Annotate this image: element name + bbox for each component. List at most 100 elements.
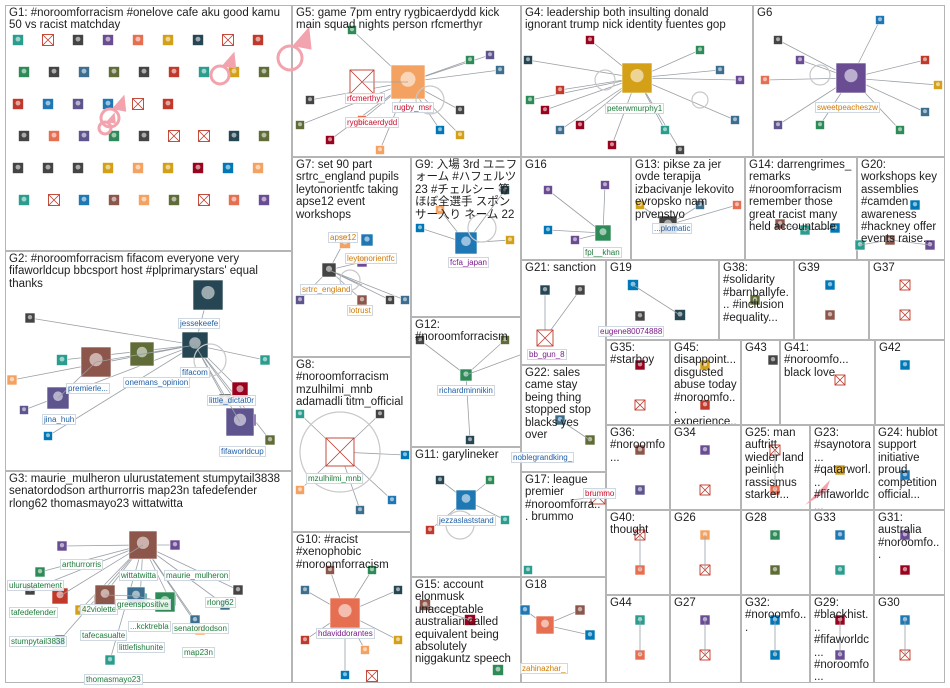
node-avatar[interactable]	[295, 409, 305, 419]
node-avatar[interactable]	[695, 45, 705, 55]
node-avatar[interactable]	[258, 66, 270, 78]
node-avatar[interactable]	[198, 194, 210, 206]
node-avatar[interactable]	[356, 256, 368, 268]
node-avatar[interactable]	[505, 235, 515, 245]
node-avatar[interactable]	[198, 130, 210, 142]
node-avatar[interactable]	[730, 115, 740, 125]
node-avatar[interactable]	[570, 235, 580, 245]
node-avatar[interactable]	[492, 664, 504, 676]
node-avatar[interactable]	[387, 495, 397, 505]
node-avatar[interactable]	[715, 65, 725, 75]
node-avatar[interactable]	[899, 359, 911, 371]
node-avatar[interactable]	[325, 437, 355, 467]
node-avatar[interactable]	[519, 604, 531, 616]
node-avatar[interactable]	[252, 162, 264, 174]
node-avatar[interactable]	[495, 65, 505, 75]
node-avatar[interactable]	[749, 294, 761, 306]
node-avatar[interactable]	[295, 485, 305, 495]
node-avatar[interactable]	[385, 295, 395, 305]
node-avatar[interactable]	[393, 585, 403, 595]
node-avatar[interactable]	[824, 279, 836, 291]
node-avatar[interactable]	[231, 381, 249, 399]
node-avatar[interactable]	[19, 405, 29, 415]
node-avatar[interactable]	[264, 434, 276, 446]
node-avatar[interactable]	[305, 95, 315, 105]
node-avatar[interactable]	[18, 130, 30, 142]
node-avatar[interactable]	[43, 431, 53, 441]
node-avatar[interactable]	[194, 624, 206, 636]
node-avatar[interactable]	[539, 284, 551, 296]
node-avatar[interactable]	[78, 130, 90, 142]
node-avatar[interactable]	[540, 105, 550, 115]
node-avatar[interactable]	[6, 374, 18, 386]
node-avatar[interactable]	[621, 62, 653, 94]
node-avatar[interactable]	[699, 444, 711, 456]
node-avatar[interactable]	[228, 194, 240, 206]
node-avatar[interactable]	[899, 469, 911, 481]
node-avatar[interactable]	[435, 125, 445, 135]
node-avatar[interactable]	[634, 399, 646, 411]
node-avatar[interactable]	[415, 223, 425, 233]
node-avatar[interactable]	[920, 55, 930, 65]
node-avatar[interactable]	[360, 233, 374, 247]
node-avatar[interactable]	[635, 200, 645, 210]
node-avatar[interactable]	[393, 635, 403, 645]
node-avatar[interactable]	[104, 654, 116, 666]
node-avatar[interactable]	[12, 162, 24, 174]
node-avatar[interactable]	[132, 34, 144, 46]
node-avatar[interactable]	[454, 231, 478, 255]
node-avatar[interactable]	[259, 354, 271, 366]
node-avatar[interactable]	[228, 130, 240, 142]
node-avatar[interactable]	[222, 34, 234, 46]
node-avatar[interactable]	[875, 15, 885, 25]
node-avatar[interactable]	[24, 584, 36, 596]
node-avatar[interactable]	[769, 564, 781, 576]
node-avatar[interactable]	[920, 107, 930, 117]
node-avatar[interactable]	[899, 564, 911, 576]
node-avatar[interactable]	[339, 237, 351, 249]
node-avatar[interactable]	[824, 309, 836, 321]
node-avatar[interactable]	[56, 354, 68, 366]
node-avatar[interactable]	[347, 25, 357, 35]
node-avatar[interactable]	[909, 199, 921, 211]
node-avatar[interactable]	[699, 399, 711, 411]
node-avatar[interactable]	[78, 66, 90, 78]
node-avatar[interactable]	[48, 66, 60, 78]
node-avatar[interactable]	[899, 309, 911, 321]
node-avatar[interactable]	[295, 295, 305, 305]
node-avatar[interactable]	[543, 225, 553, 235]
node-avatar[interactable]	[108, 66, 120, 78]
node-avatar[interactable]	[232, 584, 244, 596]
node-avatar[interactable]	[485, 475, 495, 485]
node-avatar[interactable]	[555, 85, 565, 95]
node-avatar[interactable]	[375, 145, 385, 155]
node-avatar[interactable]	[455, 489, 477, 511]
node-avatar[interactable]	[168, 66, 180, 78]
node-avatar[interactable]	[360, 645, 370, 655]
node-avatar[interactable]	[138, 66, 150, 78]
node-avatar[interactable]	[585, 35, 595, 45]
node-avatar[interactable]	[834, 374, 846, 386]
node-avatar[interactable]	[895, 125, 905, 135]
node-avatar[interactable]	[675, 145, 685, 155]
node-avatar[interactable]	[523, 55, 533, 65]
node-avatar[interactable]	[108, 194, 120, 206]
node-avatar[interactable]	[899, 279, 911, 291]
node-avatar[interactable]	[325, 135, 335, 145]
node-avatar[interactable]	[500, 335, 510, 345]
node-avatar[interactable]	[168, 130, 180, 142]
node-avatar[interactable]	[252, 34, 264, 46]
node-avatar[interactable]	[367, 565, 377, 575]
node-avatar[interactable]	[400, 295, 410, 305]
node-avatar[interactable]	[600, 180, 610, 190]
node-avatar[interactable]	[325, 565, 335, 575]
node-avatar[interactable]	[169, 539, 181, 551]
node-avatar[interactable]	[168, 194, 180, 206]
node-avatar[interactable]	[899, 529, 911, 541]
node-avatar[interactable]	[760, 75, 770, 85]
node-avatar[interactable]	[660, 125, 670, 135]
node-avatar[interactable]	[400, 450, 410, 460]
node-avatar[interactable]	[773, 35, 783, 45]
node-avatar[interactable]	[435, 475, 445, 485]
node-avatar[interactable]	[634, 484, 646, 496]
